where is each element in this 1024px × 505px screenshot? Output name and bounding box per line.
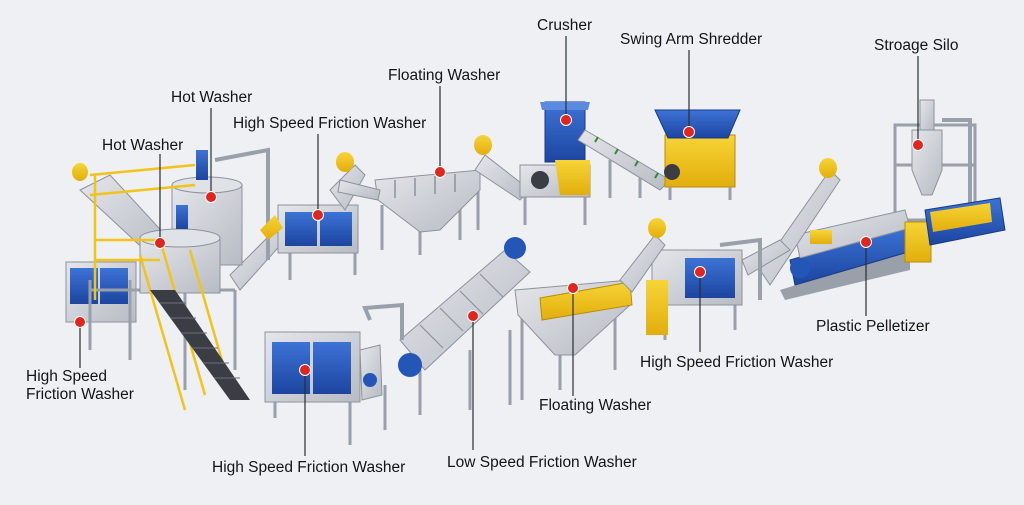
crusher-machine (519, 101, 591, 225)
marker-hot-washer-1 (205, 191, 217, 203)
label-low-speed-friction-washer: Low Speed Friction Washer (447, 454, 637, 471)
leader-lines (79, 36, 919, 456)
label-hot-washer-2: Hot Washer (102, 137, 184, 154)
label-hot-washer-1: Hot Washer (171, 89, 253, 106)
marker-crusher (560, 114, 572, 126)
marker-swing-arm-shredder (683, 126, 695, 138)
marker-hsfw-top (312, 209, 324, 221)
hsfw-bottom-machine (264, 331, 387, 445)
label-floating-washer-top: Floating Washer (388, 67, 501, 84)
label-hsfw-top: High Speed Friction Washer (233, 115, 427, 132)
red-markers (74, 114, 924, 376)
swing-arm-shredder-machine (577, 109, 741, 200)
marker-hot-washer-2 (154, 237, 166, 249)
marker-floating-washer-top (434, 166, 446, 178)
low-speed-friction-washer-machine (362, 237, 531, 415)
label-crusher: Crusher (537, 17, 593, 34)
label-hsfw-bottom: High Speed Friction Washer (212, 459, 406, 476)
marker-floating-washer-bottom (567, 282, 579, 294)
floating-washer-bottom-machine (514, 218, 666, 400)
hot-washer-station (65, 147, 286, 411)
marker-hsfw-right (694, 266, 706, 278)
label-storage-silo: Stroage Silo (874, 37, 959, 54)
floating-washer-top-machine (337, 135, 531, 255)
label-floating-washer-bottom: Floating Washer (539, 397, 652, 414)
marker-low-speed-friction-washer (467, 310, 479, 322)
marker-hsfw-bottom (299, 364, 311, 376)
plastic-pelletizer-machine (759, 158, 1006, 300)
hsfw-right-machine (646, 237, 791, 340)
label-swing-arm-shredder: Swing Arm Shredder (620, 31, 763, 48)
label-plastic-pelletizer: Plastic Pelletizer (816, 318, 930, 335)
label-hsfw-left: High Speed Friction Washer (26, 368, 134, 403)
label-hsfw-right: High Speed Friction Washer (640, 354, 834, 371)
marker-storage-silo (912, 139, 924, 151)
marker-plastic-pelletizer (860, 236, 872, 248)
marker-hsfw-left (74, 316, 86, 328)
storage-silo-machine (893, 99, 977, 222)
